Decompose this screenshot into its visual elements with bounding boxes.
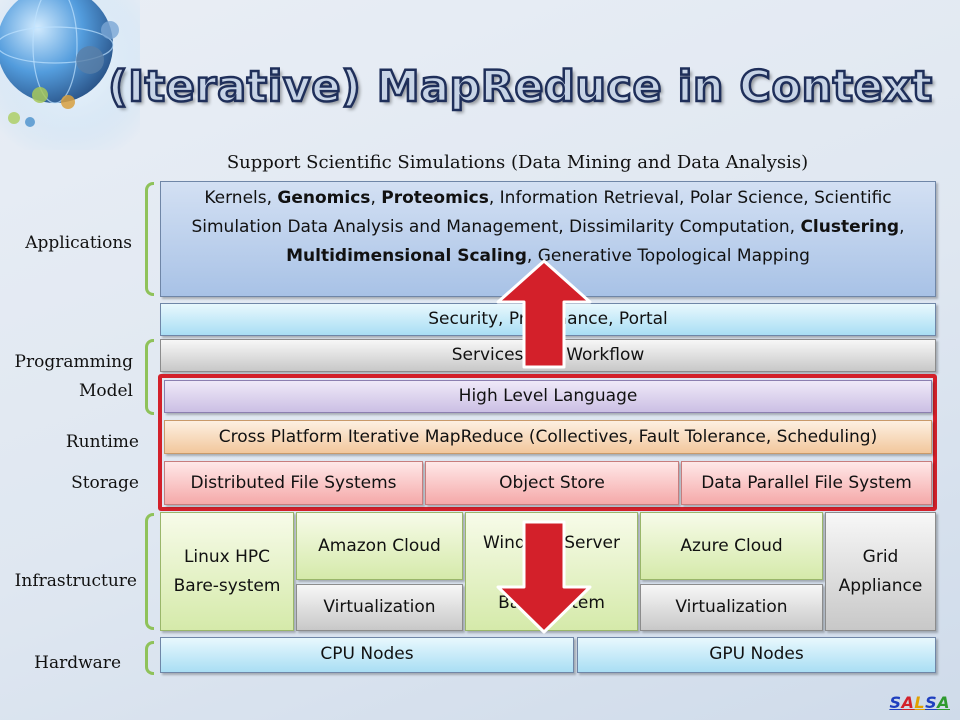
linux-hpc-box: Linux HPC Bare-system — [160, 512, 294, 631]
grid-appliance-box: Grid Appliance — [825, 512, 936, 631]
cpu-nodes-box: CPU Nodes — [160, 637, 574, 673]
high-level-language-layer: High Level Language — [164, 380, 932, 413]
mapreduce-highlight-frame — [158, 374, 937, 511]
label-applications: Applications — [25, 233, 132, 253]
storage-object-store: Object Store — [425, 461, 679, 505]
label-storage: Storage — [71, 473, 139, 493]
amazon-virtualization-box: Virtualization — [296, 584, 463, 631]
applications-keyword: Proteomics — [381, 188, 489, 208]
salsa-logo-letter: A — [901, 693, 915, 712]
salsa-logo-letter: L — [914, 693, 926, 712]
infrastructure-brace — [145, 513, 154, 630]
salsa-logo-letter: A — [937, 693, 950, 712]
up-arrow-icon — [496, 259, 592, 369]
applications-box: Kernels, Genomics, Proteomics, Informati… — [160, 181, 936, 297]
runtime-layer: Cross Platform Iterative MapReduce (Coll… — [164, 420, 932, 454]
globe-decoration — [0, 0, 140, 150]
hardware-brace — [145, 641, 154, 675]
amazon-cloud-box: Amazon Cloud — [296, 512, 463, 580]
applications-keyword: Clustering — [800, 217, 900, 237]
applications-text-segment: , Information Retrieval, Polar Science, … — [191, 188, 892, 237]
down-arrow-icon — [496, 520, 592, 634]
label-hardware: Hardware — [34, 653, 121, 673]
gpu-nodes-box: GPU Nodes — [577, 637, 936, 673]
label-model: Model — [78, 381, 133, 401]
applications-text-segment: Kernels, — [204, 188, 278, 208]
salsa-logo-letter: S — [925, 693, 938, 712]
azure-cloud-box: Azure Cloud — [640, 512, 823, 580]
programming-brace — [145, 339, 154, 415]
label-runtime: Runtime — [65, 432, 139, 452]
label-programming: Programming — [14, 352, 133, 372]
azure-virtualization-box: Virtualization — [640, 584, 823, 631]
applications-keyword: Genomics — [277, 188, 371, 208]
applications-text-segment: , Generative Topological Mapping — [526, 246, 810, 266]
storage-dfs: Distributed File Systems — [164, 461, 423, 505]
salsa-logo: SALSA — [889, 693, 950, 712]
applications-keyword: Multidimensional Scaling — [286, 246, 527, 266]
applications-text-segment: , — [370, 188, 382, 208]
applications-text-segment: , — [899, 217, 905, 237]
label-infrastructure: Infrastructure — [14, 571, 137, 591]
subtitle: Support Scientific Simulations (Data Min… — [226, 152, 809, 173]
storage-data-parallel-fs: Data Parallel File System — [681, 461, 932, 505]
applications-text: Kernels, Genomics, Proteomics, Informati… — [191, 188, 904, 266]
page-title: (Iterative) MapReduce in Context — [107, 61, 934, 114]
applications-brace — [145, 182, 154, 296]
salsa-logo-letter: S — [889, 693, 902, 712]
